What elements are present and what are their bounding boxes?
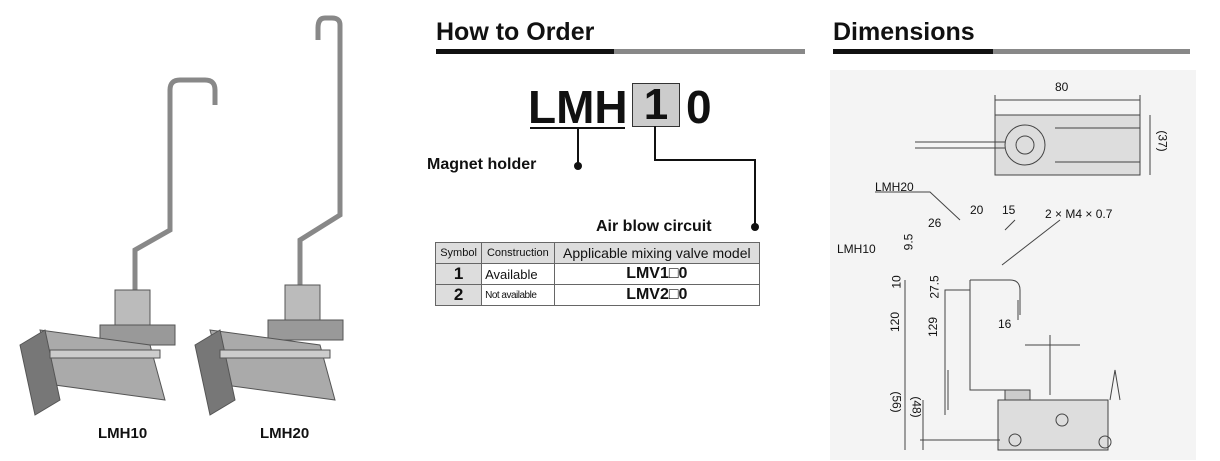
- code-suffix: 0: [686, 81, 712, 133]
- dim-10: 10: [889, 275, 904, 289]
- section-rule: [833, 49, 1190, 54]
- order-table: Symbol Construction Applicable mixing va…: [434, 242, 761, 306]
- cell-construction: Available: [481, 263, 555, 285]
- lmh20-illustration: [194, 15, 344, 416]
- dim-lmh10: LMH10: [837, 242, 876, 256]
- dim-9-5: 9.5: [901, 233, 916, 251]
- cell-model: LMV1□0: [553, 263, 761, 285]
- dimensions-title: Dimensions: [833, 18, 975, 46]
- lmh10-illustration: [19, 77, 218, 416]
- drawing-lines: [875, 95, 1151, 451]
- table-row: 1 Available LMV1□0: [434, 263, 761, 285]
- dim-27-5: 27.5: [927, 275, 942, 299]
- dim-16: 16: [998, 317, 1012, 331]
- dim-120: 120: [888, 311, 903, 333]
- dim-width: 80: [1055, 80, 1069, 94]
- header-construction: Construction: [481, 242, 555, 264]
- dim-depth: (37): [1155, 130, 1170, 152]
- dim-48: (48): [909, 396, 924, 418]
- cell-construction: Not available: [481, 284, 555, 306]
- cell-symbol: 2: [434, 284, 483, 306]
- table-header-row: Symbol Construction Applicable mixing va…: [434, 242, 761, 264]
- dimension-drawing: 80 (37) LMH20 20 15 2 × M4 × 0.7 26 9.5 …: [830, 70, 1196, 460]
- product-label-lmh20: LMH20: [260, 425, 310, 442]
- cell-model: LMV2□0: [553, 284, 761, 306]
- callout-magnet-holder: Magnet holder: [427, 156, 537, 173]
- how-to-order-title: How to Order: [436, 18, 595, 46]
- dim-thread: 2 × M4 × 0.7: [1045, 207, 1113, 221]
- header-model: Applicable mixing valve model: [553, 242, 761, 264]
- dim-26: 26: [928, 216, 942, 230]
- callout-air-blow-circuit: Air blow circuit: [596, 218, 712, 235]
- dim-56: (56): [889, 391, 904, 413]
- code-prefix: LMH: [528, 81, 628, 133]
- dim-129: 129: [926, 316, 941, 338]
- section-rule: [436, 49, 805, 54]
- code-box: 1: [632, 83, 680, 127]
- table-row: 2 Not available LMV2□0: [434, 284, 761, 306]
- product-illustrations: [19, 15, 344, 416]
- product-label-lmh10: LMH10: [98, 425, 148, 442]
- header-symbol: Symbol: [434, 242, 483, 264]
- dim-15: 15: [1002, 203, 1016, 217]
- dim-20: 20: [970, 203, 984, 217]
- cell-symbol: 1: [434, 263, 483, 285]
- dim-lmh20: LMH20: [875, 180, 914, 194]
